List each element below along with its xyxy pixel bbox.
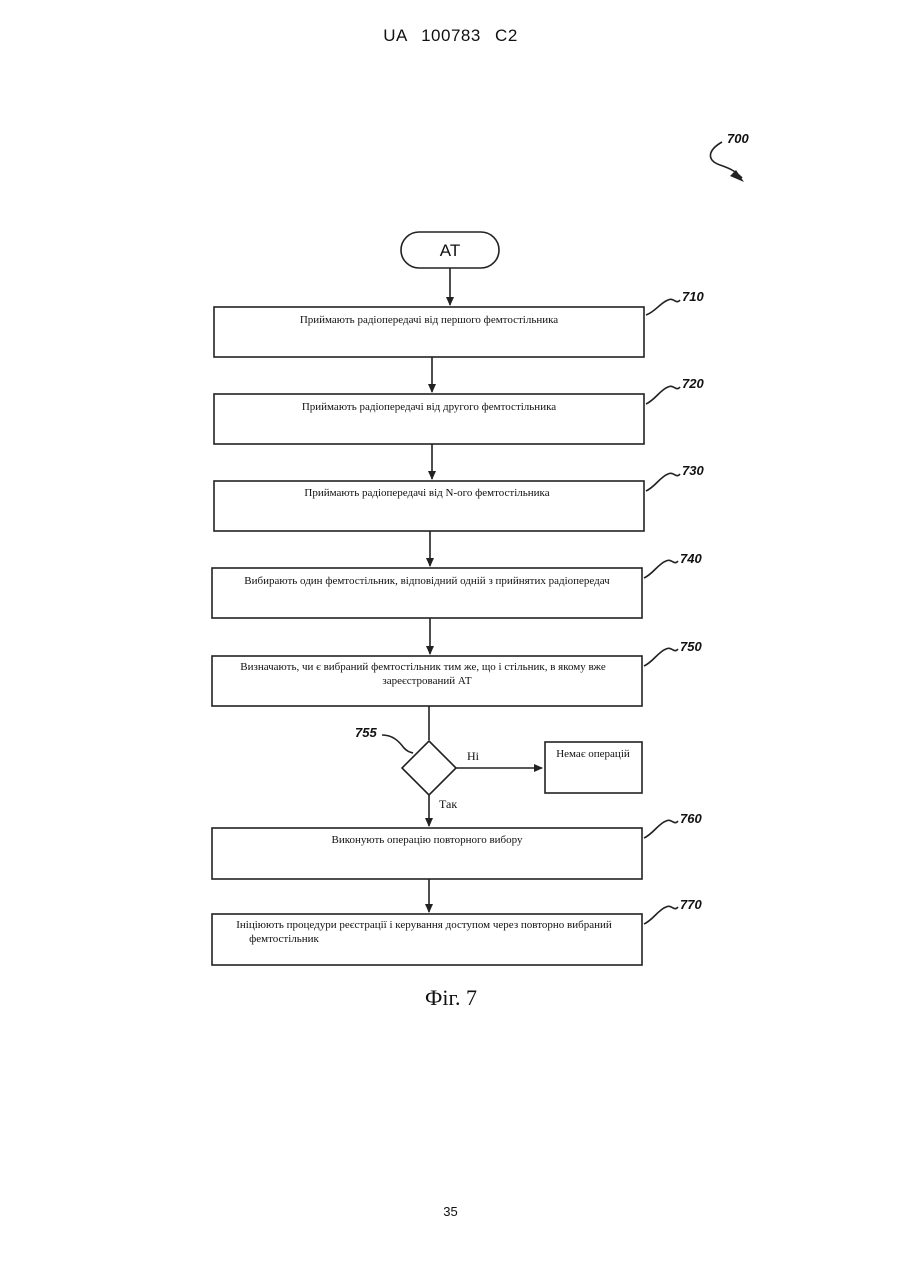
- step-760-leader: [644, 820, 678, 838]
- step-760-ref: 760: [680, 811, 702, 826]
- step-750-text-line-1: Визначають, чи є вибраний фемтостільник …: [240, 661, 606, 673]
- step-740-ref: 740: [680, 551, 702, 566]
- step-760-text: Виконують операцію повторного вибору: [332, 834, 523, 846]
- step-720-text: Приймають радіопередачі від другого фемт…: [302, 401, 556, 413]
- step-770-text-line-2: фемтостільник: [249, 933, 319, 945]
- step-710-text: Приймають радіопередачі від першого фемт…: [300, 314, 558, 326]
- step-750-text-line-2: зареєстрований АТ: [382, 675, 471, 687]
- step-740-leader: [644, 560, 678, 578]
- decision-no-label: Ні: [467, 749, 480, 763]
- page-number: 35: [0, 1204, 901, 1219]
- step-740-text: Вибирають один фемтостільник, відповідни…: [244, 575, 610, 587]
- step-720-leader: [646, 386, 680, 404]
- step-750-leader: [644, 648, 678, 666]
- decision-755-diamond: [402, 741, 456, 795]
- decision-yes-label: Так: [439, 797, 457, 811]
- step-730-leader: [646, 473, 680, 491]
- decision-755-leader: [382, 735, 413, 753]
- decision-755-ref: 755: [355, 725, 377, 740]
- figure-caption: Фіг. 7: [425, 985, 477, 1010]
- start-terminal-label: AT: [440, 241, 460, 260]
- step-710-leader: [646, 299, 680, 315]
- figure-ref-label: 700: [727, 131, 749, 146]
- step-750-ref: 750: [680, 639, 702, 654]
- step-770-text-line-1: Ініціюють процедури реєстрації і керуван…: [236, 919, 612, 931]
- step-730-text: Приймають радіопередачі від N-ого фемтос…: [304, 487, 549, 499]
- step-730-ref: 730: [682, 463, 704, 478]
- step-770-leader: [644, 906, 678, 924]
- no-operation-text: Немає операцій: [556, 748, 630, 760]
- step-770-ref: 770: [680, 897, 702, 912]
- step-720-ref: 720: [682, 376, 704, 391]
- step-710-ref: 710: [682, 289, 704, 304]
- figure-ref-arrowhead: [730, 170, 744, 182]
